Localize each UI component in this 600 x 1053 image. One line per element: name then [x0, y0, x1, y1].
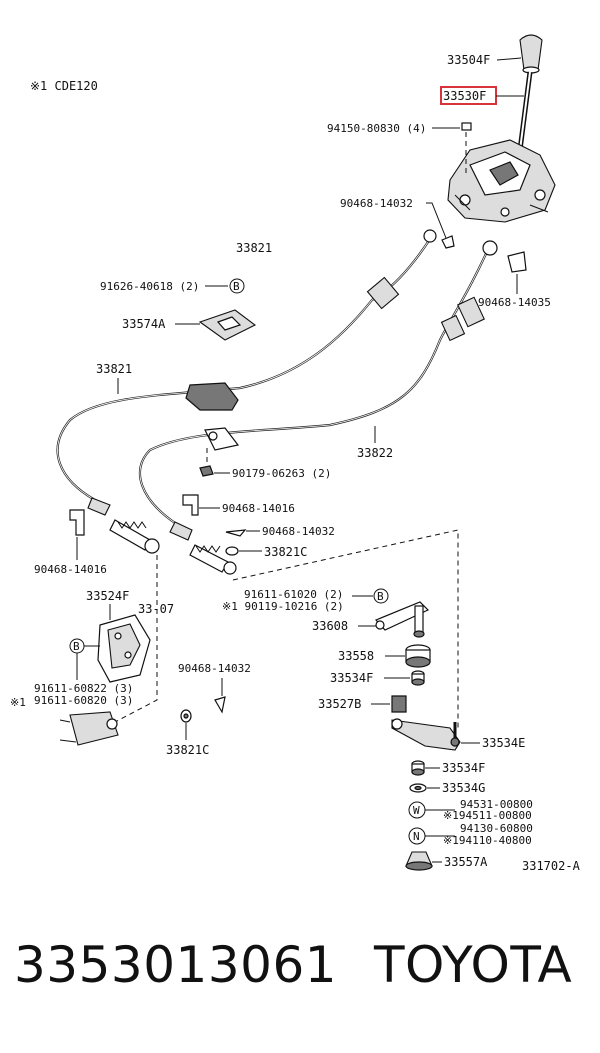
clip-icon: [441, 235, 455, 249]
label-33530f-highlighted[interactable]: 33530F: [443, 89, 486, 103]
note-mark-1: ※1: [10, 696, 26, 709]
clip-right-icon: [507, 251, 527, 273]
label-33524f: 33524F: [86, 589, 129, 603]
footer-caption: 3353013061 TOYOTA: [0, 930, 600, 1020]
shift-lever-assembly: [447, 34, 556, 223]
label-33534g: 33534G: [442, 781, 485, 795]
diagram-code: 331702-A: [522, 859, 581, 873]
label-90468-14032-low: 90468-14032: [178, 662, 251, 675]
transmission-shaft-icon: [59, 711, 119, 746]
label-91611-60822: 91611-60822 (3): [34, 682, 133, 695]
lever-arm-icon: [374, 601, 430, 638]
svg-text:B: B: [377, 590, 384, 603]
svg-text:B: B: [233, 280, 240, 293]
label-91611-60820: 91611-60820 (3): [34, 694, 133, 707]
label-90468-14016-left: 90468-14016: [34, 563, 107, 576]
label-33822: 33822: [357, 446, 393, 460]
callout-b-3: [373, 588, 389, 604]
note-cde120: ※1 CDE120: [30, 79, 98, 93]
label-33821c-mid: 33821C: [264, 545, 307, 559]
label-33504f: 33504F: [447, 53, 490, 67]
label-33527b: 33527B: [318, 697, 361, 711]
label-91611-61020: 91611-61020 (2): [244, 588, 343, 601]
label-90468-14032-mid: 90468-14032: [262, 525, 335, 538]
label-90468-14032-top: 90468-14032: [340, 197, 413, 210]
label-90179-06263: 90179-06263 (2): [232, 467, 331, 480]
cap-nut-icon: [405, 851, 433, 871]
retainer-icon: [391, 695, 407, 713]
bushing-icon: [405, 644, 431, 668]
clip-low-icon: [214, 696, 226, 714]
clip-pin-icon: [225, 529, 247, 537]
washer-icon: [225, 546, 239, 556]
label-90468-14035: 90468-14035: [478, 296, 551, 309]
label-33608: 33608: [312, 619, 348, 633]
label-94511-00800: ※194511-00800: [443, 809, 532, 822]
bush-f-low-icon: [411, 760, 425, 776]
brand-name: TOYOTA: [374, 936, 573, 994]
clip-left-icon: [69, 509, 85, 536]
label-94531-00800: 94531-00800: [460, 798, 533, 811]
svg-text:N: N: [413, 830, 420, 843]
part-number: 3353013061: [14, 936, 338, 994]
nut-icon: [199, 465, 214, 477]
parts-diagram: ※1 CDE120 33504F 33530F 94150-80830 (4) …: [10, 34, 581, 873]
label-91626-40618: 91626-40618 (2): [100, 280, 199, 293]
label-33558: 33558: [338, 649, 374, 663]
shift-cables: [56, 229, 498, 575]
label-33557a: 33557A: [444, 855, 488, 869]
callout-b-1: [229, 278, 245, 294]
svg-text:B: B: [73, 640, 80, 653]
svg-text:W: W: [413, 804, 420, 817]
grommet-icon: [198, 309, 257, 341]
bolt-icon: [461, 122, 472, 175]
label-33534e: 33534E: [482, 736, 525, 750]
clip-mid-icon: [182, 494, 199, 516]
label-94130-60800: 94130-60800: [460, 822, 533, 835]
lever-e-icon: [391, 718, 461, 751]
label-33821-top: 33821: [236, 241, 272, 255]
bush-f-top-icon: [411, 670, 425, 686]
label-33-07: 33-07: [138, 602, 174, 616]
label-33821-left: 33821: [96, 362, 132, 376]
bush-g-icon: [409, 783, 427, 793]
label-94110-40800: ※194110-40800: [443, 834, 532, 847]
label-33534f-low: 33534F: [442, 761, 485, 775]
label-90468-14016-mid: 90468-14016: [222, 502, 295, 515]
label-33574a: 33574A: [122, 317, 166, 331]
label-33821c-low: 33821C: [166, 743, 209, 757]
bracket-icon: [97, 614, 151, 683]
label-33534f-top: 33534F: [330, 671, 373, 685]
label-94150-80830: 94150-80830 (4): [327, 122, 426, 135]
label-90119-10216: ※1 90119-10216 (2): [222, 600, 344, 613]
